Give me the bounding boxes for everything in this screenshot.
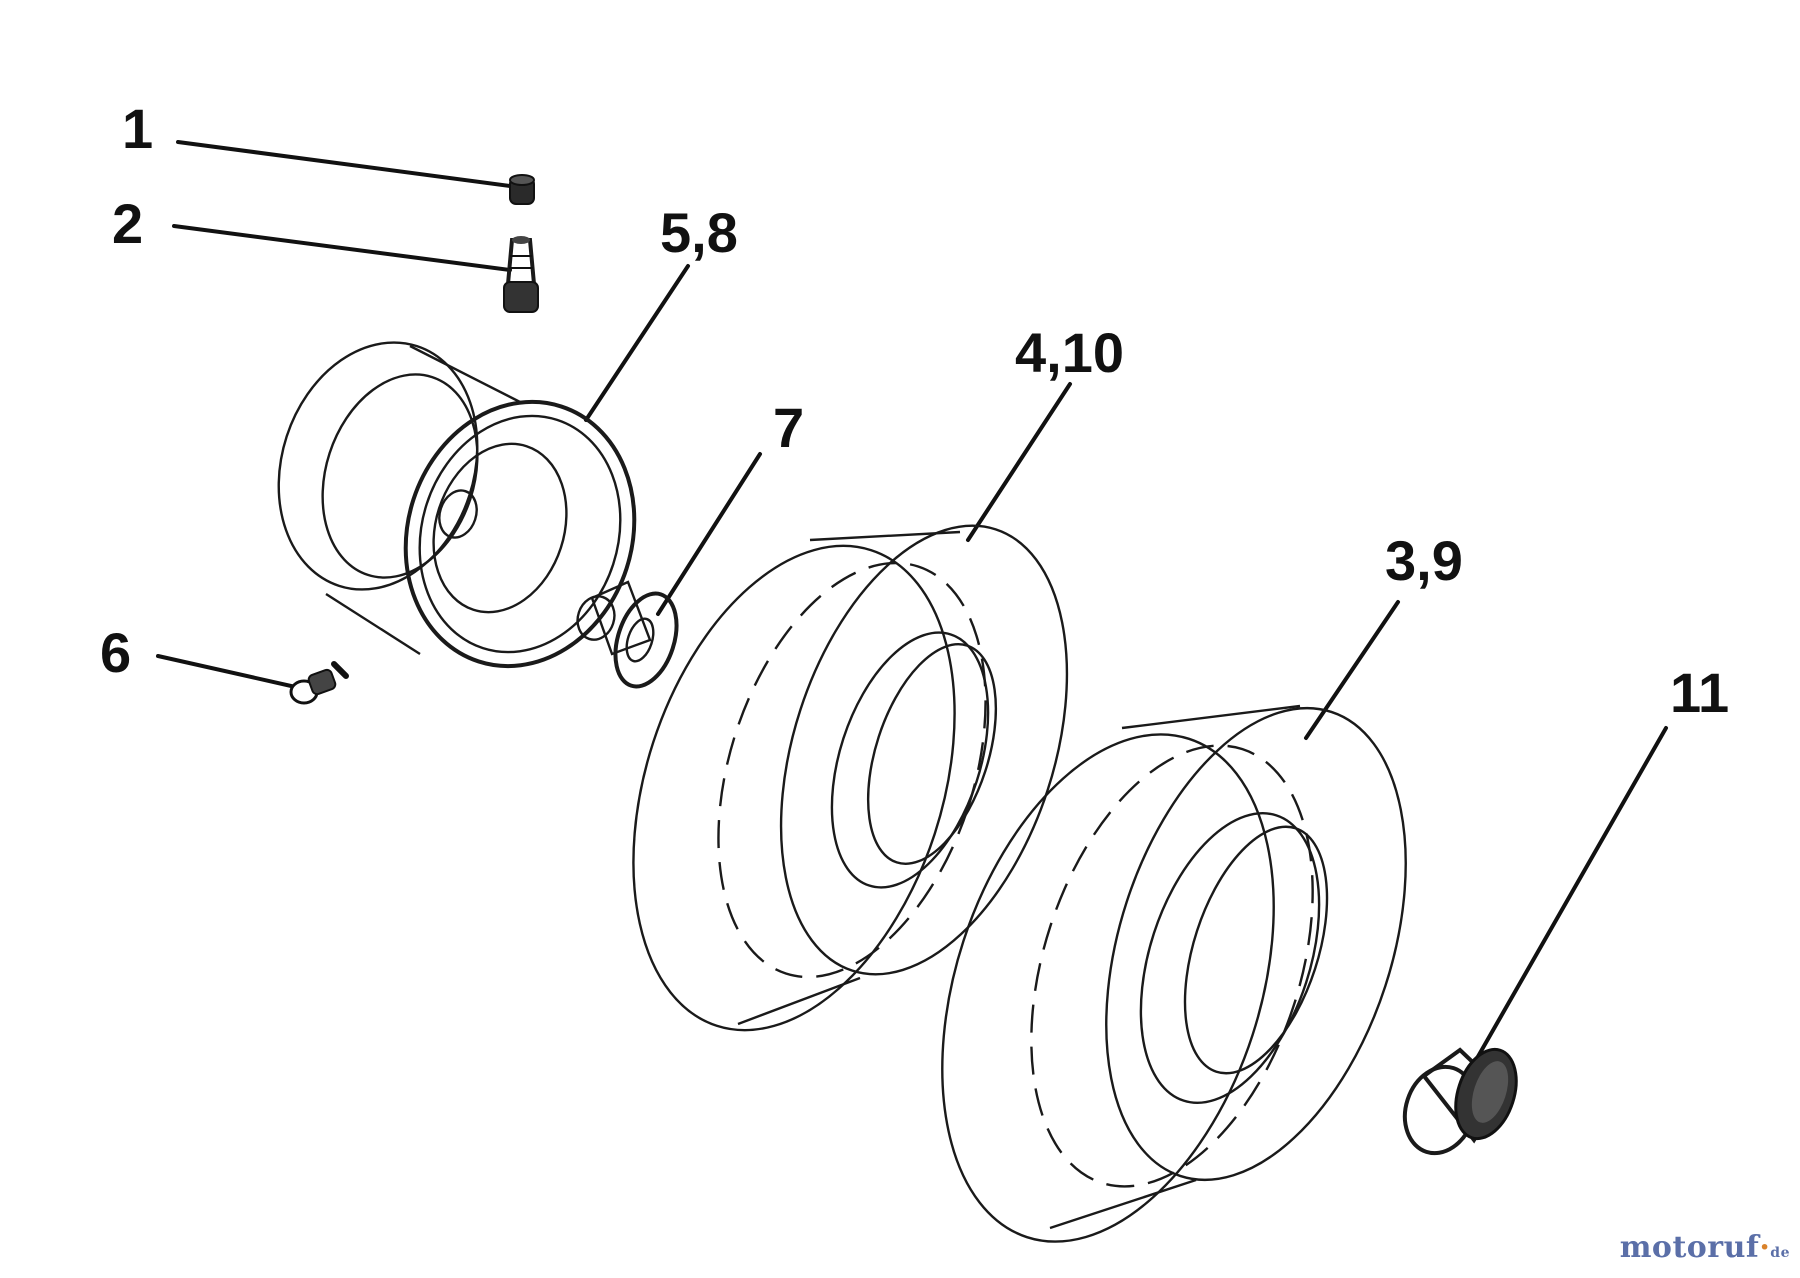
callout-3-9: 3,9 — [1385, 529, 1463, 592]
leader-line-4-10 — [966, 382, 1072, 542]
hub-cap-part — [1402, 1047, 1518, 1156]
rear-tire-part — [941, 704, 1407, 1243]
callout-6: 6 — [100, 621, 131, 684]
watermark-suffix: de — [1770, 1245, 1790, 1261]
bearing-bushing-part — [576, 580, 679, 689]
leader-line-11 — [1474, 726, 1668, 1062]
callout-4-10: 4,10 — [1015, 321, 1124, 384]
leader-line-6 — [156, 654, 302, 690]
front-tire-part — [632, 524, 1069, 1032]
callout-2: 2 — [112, 192, 143, 255]
leader-line-2 — [172, 224, 512, 272]
leader-line-7 — [656, 452, 762, 616]
wheel-rim-part — [277, 341, 637, 669]
leader-line-5-8 — [584, 264, 690, 422]
valve-cap-part — [509, 174, 535, 205]
watermark-text: motoruf — [1619, 1230, 1760, 1265]
callout-7: 7 — [773, 396, 804, 459]
callout-5-8: 5,8 — [660, 201, 738, 264]
watermark-dot: · — [1759, 1230, 1771, 1265]
watermark-logo: motoruf·de — [1620, 1230, 1790, 1265]
leader-line-1 — [176, 140, 512, 188]
grease-fitting-part — [289, 661, 349, 705]
callout-1: 1 — [122, 97, 153, 160]
callout-11: 11 — [1670, 661, 1729, 724]
valve-stem-part — [503, 236, 539, 313]
leader-line-3-9 — [1304, 600, 1400, 740]
